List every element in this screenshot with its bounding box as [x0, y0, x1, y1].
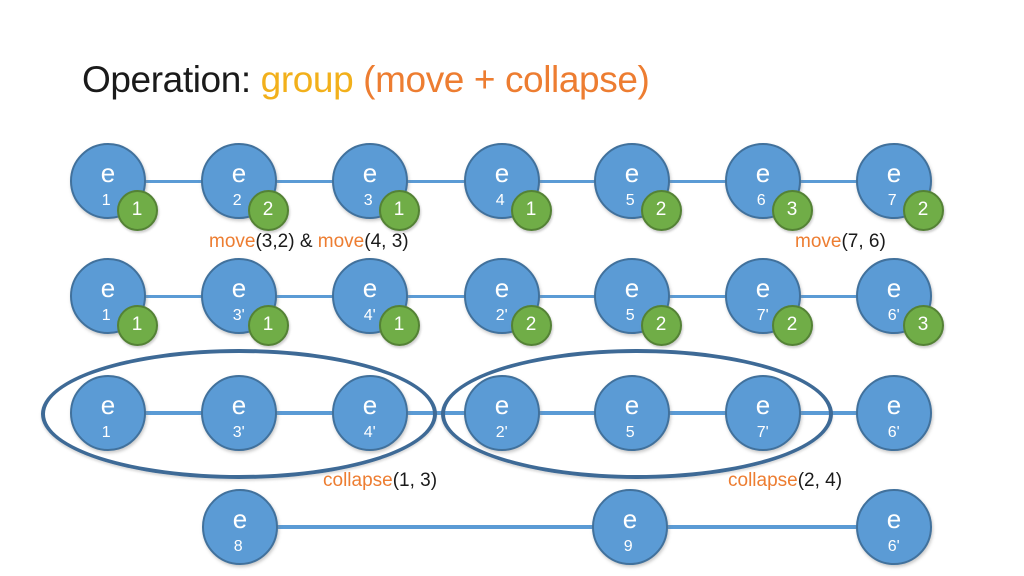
- node-label-subscript: 5: [625, 307, 635, 324]
- node-label-subscript: 7: [887, 192, 897, 209]
- connector-line-row-final: [240, 525, 894, 529]
- node-label-subscript: 3': [232, 424, 245, 441]
- count-badge-node-e5-row-initial: 2: [640, 189, 682, 231]
- node-label-subscript: 5: [625, 424, 635, 441]
- node-label-subscript: 6': [887, 538, 900, 555]
- node-label-subscript: 4': [363, 424, 376, 441]
- count-badge-node-e1-row-initial: 1: [116, 189, 158, 231]
- node-label-subscript: 8: [233, 538, 243, 555]
- node-label-subscript: 3': [232, 307, 245, 324]
- count-badge-node-e4-prime-row-after-move: 1: [378, 304, 420, 346]
- node-label-subscript: 5: [625, 192, 635, 209]
- collapse-annotation-1-plain: (1, 3): [392, 470, 438, 491]
- count-badge-node-e2-prime-row-after-move: 2: [510, 304, 552, 346]
- node-label-subscript: 1: [101, 192, 111, 209]
- count-badge-node-e1-row-after-move: 1: [116, 304, 158, 346]
- count-badge-node-e6-prime-row-after-move: 3: [902, 304, 944, 346]
- slide-title: Operation: group (move + collapse): [82, 58, 650, 102]
- node-label-subscript: 3: [363, 192, 373, 209]
- node-label-subscript: 4': [363, 307, 376, 324]
- count-badge-node-e7-row-initial: 2: [902, 189, 944, 231]
- count-badge-node-e3-row-initial: 1: [378, 189, 420, 231]
- title-suffix: (move + collapse): [353, 59, 650, 100]
- node-label-subscript: 6': [887, 424, 900, 441]
- collapse-annotation-2: collapse(2, 4): [728, 470, 843, 492]
- count-badge-node-e6-row-initial: 3: [771, 189, 813, 231]
- move-annotation-1-keyword: move: [317, 231, 365, 252]
- node-label-subscript: 2: [232, 192, 242, 209]
- count-badge-node-e5-row-after-move: 2: [640, 304, 682, 346]
- title-keyword: group: [260, 59, 354, 100]
- count-badge-node-e7-prime-row-after-move: 2: [771, 304, 813, 346]
- group-ellipse-2: [441, 349, 833, 479]
- count-badge-node-e2-row-initial: 2: [247, 189, 289, 231]
- collapse-annotation-2-keyword: collapse: [728, 470, 798, 491]
- move-annotation-2: move(7, 6): [795, 231, 886, 253]
- move-annotation-1-plain: (3,2) &: [255, 231, 318, 252]
- node-label-subscript: 6: [756, 192, 766, 209]
- node-label-subscript: 9: [623, 538, 633, 555]
- move-annotation-2-keyword: move: [795, 231, 842, 252]
- node-label-subscript: 4: [495, 192, 505, 209]
- node-label-subscript: 7': [756, 424, 769, 441]
- group-ellipse-1: [41, 349, 437, 479]
- node-label-subscript: 2': [495, 424, 508, 441]
- move-annotation-2-plain: (7, 6): [841, 231, 886, 252]
- node-label-subscript: 1: [101, 307, 111, 324]
- collapse-annotation-1-keyword: collapse: [323, 470, 393, 491]
- count-badge-node-e4-row-initial: 1: [510, 189, 552, 231]
- node-label-subscript: 6': [887, 307, 900, 324]
- move-annotation-1-plain: (4, 3): [364, 231, 409, 252]
- count-badge-node-e3-prime-row-after-move: 1: [247, 304, 289, 346]
- move-annotation-1-keyword: move: [209, 231, 256, 252]
- node-label-subscript: 1: [101, 424, 111, 441]
- title-prefix: Operation:: [82, 59, 261, 100]
- node-label-subscript: 7': [756, 307, 769, 324]
- collapse-annotation-1: collapse(1, 3): [323, 470, 438, 492]
- node-label-subscript: 2': [495, 307, 508, 324]
- move-annotation-1: move(3,2) & move(4, 3): [209, 231, 409, 253]
- collapse-annotation-2-plain: (2, 4): [797, 470, 843, 491]
